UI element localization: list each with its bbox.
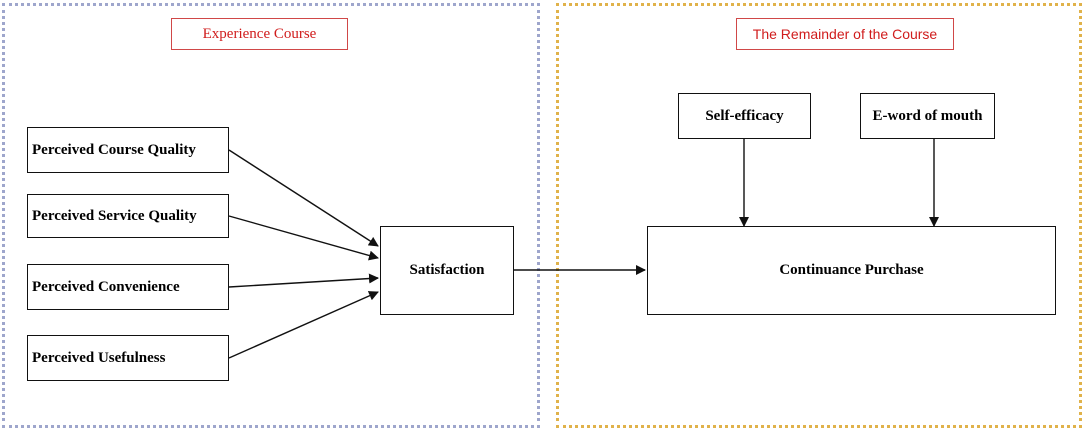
node-perceived-convenience: Perceived Convenience <box>27 264 229 310</box>
node-continuance-purchase: Continuance Purchase <box>647 226 1056 315</box>
node-perceived-usefulness: Perceived Usefulness <box>27 335 229 381</box>
arrow-course-quality-to-satisfaction <box>228 149 379 247</box>
experience-course-region <box>2 3 540 428</box>
arrow-convenience-to-satisfaction <box>228 273 379 288</box>
node-perceived-service-quality: Perceived Service Quality <box>27 194 229 238</box>
experience-course-label: Experience Course <box>171 18 348 50</box>
node-e-word-of-mouth: E-word of mouth <box>860 93 995 139</box>
node-satisfaction: Satisfaction <box>380 226 514 315</box>
node-self-efficacy: Self-efficacy <box>678 93 811 139</box>
arrow-service-quality-to-satisfaction <box>228 215 379 261</box>
arrow-usefulness-to-satisfaction <box>228 291 379 359</box>
node-perceived-course-quality: Perceived Course Quality <box>27 127 229 173</box>
remainder-course-region <box>556 3 1082 428</box>
remainder-course-label: The Remainder of the Course <box>736 18 954 50</box>
